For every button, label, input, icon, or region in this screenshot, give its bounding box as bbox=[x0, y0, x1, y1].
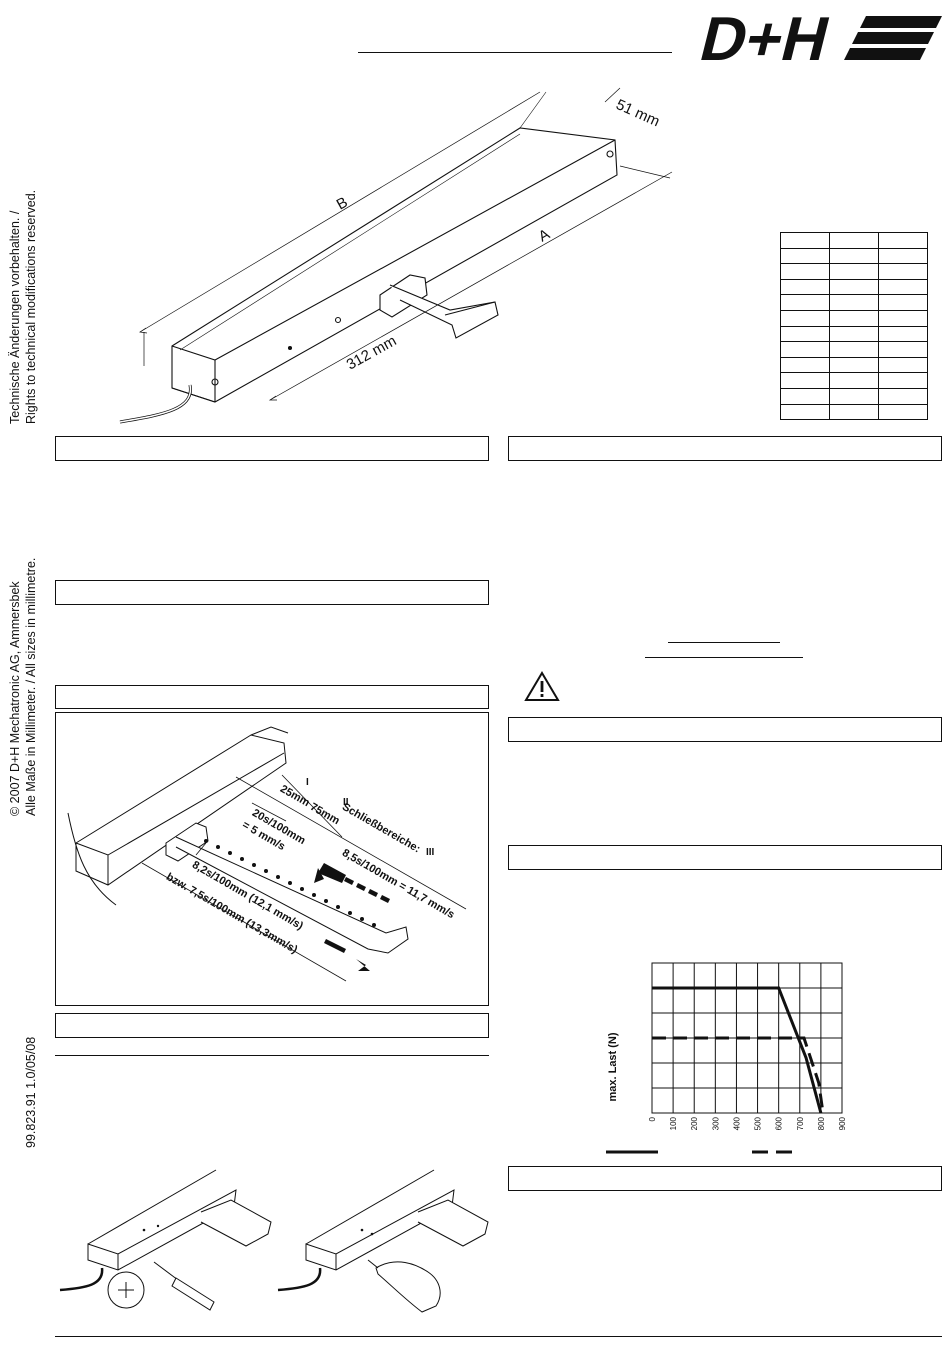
chart-x-tick-label: 900 bbox=[838, 1116, 847, 1130]
chart-x-tick-label: 300 bbox=[711, 1116, 720, 1130]
roman-3: III bbox=[426, 847, 435, 858]
chart-series-line-1 bbox=[652, 1036, 825, 1114]
roman-2: II bbox=[343, 797, 349, 808]
spec-table bbox=[780, 232, 928, 421]
chart-x-tick-label: 700 bbox=[796, 1116, 805, 1130]
load-chart: 0 100 200 300 400 500 600 700 800 900 max. Last (… bbox=[606, 962, 847, 1154]
dh-logo: D+H bbox=[694, 8, 942, 66]
footer-rule bbox=[55, 1336, 942, 1337]
chart-x-tick-label: 600 bbox=[775, 1116, 784, 1130]
doc-number: 99.823.91 1.0/05/08 bbox=[24, 1036, 38, 1148]
copyright: © 2007 D+H Mechatronic AG, Ammersbek bbox=[8, 581, 22, 816]
label-a: A bbox=[536, 226, 553, 246]
section-box-right-2 bbox=[508, 717, 942, 742]
adjustment-illustrations bbox=[59, 1169, 489, 1313]
header-rule bbox=[358, 52, 672, 53]
warning-triangle-icon bbox=[524, 671, 560, 701]
chart-x-tick-label: 800 bbox=[817, 1116, 826, 1130]
chart-x-tick-label: 100 bbox=[669, 1116, 678, 1130]
chart-x-tick-label: 400 bbox=[732, 1116, 741, 1130]
roman-1: I bbox=[306, 777, 309, 788]
actuator-drawing: 312 mm 51 mm A B bbox=[119, 87, 673, 424]
rights-de: Technische Änderungen vorbehalten. / bbox=[8, 210, 22, 424]
section-box-right-3 bbox=[508, 845, 942, 870]
chart-ylabel: max. Last (N) bbox=[607, 1032, 619, 1101]
section-box-left-1 bbox=[55, 436, 489, 461]
section-box-right-1 bbox=[508, 436, 942, 461]
rights-en: Rights to technical modifications reserv… bbox=[24, 189, 38, 424]
chart-series-line-0 bbox=[652, 986, 823, 1114]
rule-short-2 bbox=[645, 657, 803, 658]
rule-left-body bbox=[55, 1055, 489, 1056]
chart-x-tick-label: 200 bbox=[690, 1116, 699, 1130]
section-box-left-4 bbox=[55, 1013, 489, 1038]
sizes-note: Alle Maße in Millimeter. / All sizes in … bbox=[24, 557, 38, 816]
dim-51: 51 mm bbox=[613, 96, 662, 130]
rule-short-1 bbox=[668, 642, 780, 643]
closing-ranges-figure: Schließbereiche: I II III 25mm 75mm 20s/… bbox=[55, 712, 489, 1006]
section-box-left-2 bbox=[55, 580, 489, 605]
dim-312: 312 mm bbox=[344, 332, 400, 373]
logo-text: D+H bbox=[694, 8, 837, 66]
chart-x-tick-label: 500 bbox=[754, 1116, 763, 1130]
section-box-right-4 bbox=[508, 1166, 942, 1191]
chart-x-tick-label: 0 bbox=[648, 1116, 657, 1121]
label-b: B bbox=[334, 194, 351, 214]
section-box-left-3 bbox=[55, 685, 489, 709]
